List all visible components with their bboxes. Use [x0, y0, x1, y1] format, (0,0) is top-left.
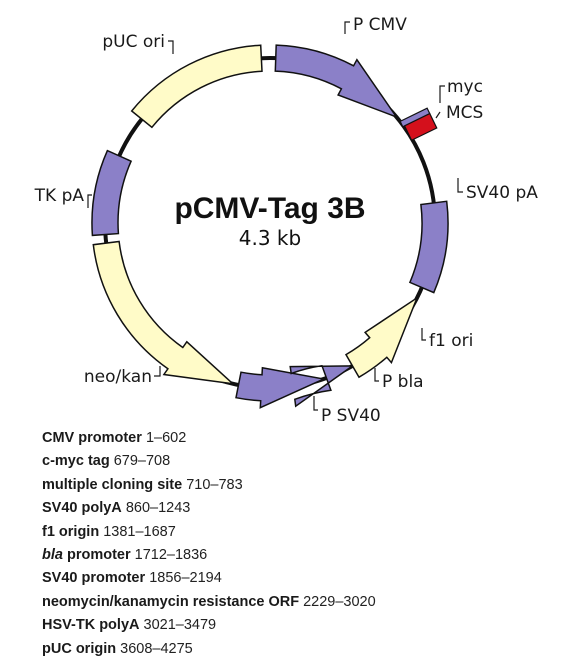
- feature-name: SV40 polyA: [42, 500, 122, 517]
- feature-range: 710–783: [186, 476, 243, 493]
- neo-kan-arrow: [92, 240, 236, 385]
- feature-item: SV40 polyA 860–1243: [42, 497, 376, 520]
- feature-name: f1 origin: [42, 523, 100, 540]
- label-tk-pa: TK pA: [34, 186, 85, 206]
- f1-ori-arrow: [344, 295, 419, 379]
- feature-item: bla promoter 1712–1836: [42, 544, 376, 567]
- feature-name: multiple cloning site: [42, 476, 183, 493]
- feature-item: CMV promoter 1–602: [42, 427, 376, 450]
- label-p-cmv: P CMV: [353, 15, 407, 35]
- puc-ori-region: [130, 44, 263, 129]
- feature-name: HSV-TK polyA: [42, 617, 140, 634]
- feature-name-italic: bla: [42, 547, 63, 564]
- leader-puc-ori: [168, 40, 174, 54]
- plasmid-map: P CMV myc MCS SV40 pA f1 ori P bla P SV4…: [34, 15, 539, 425]
- feature-range: 1–602: [145, 430, 187, 446]
- feature-list: CMV promoter 1–602 c-myc tag 679–708 mul…: [42, 427, 376, 661]
- label-p-bla: P bla: [382, 372, 424, 392]
- label-myc: myc: [447, 77, 483, 97]
- p-cmv-arrow: [274, 44, 399, 119]
- feature-item: HSV-TK polyA 3021–3479: [42, 614, 376, 637]
- leader-p-bla: [374, 368, 379, 382]
- feature-range: 1712–1836: [134, 547, 208, 564]
- feature-range: 3608–4275: [120, 640, 193, 657]
- leader-mcs: [435, 111, 441, 119]
- feature-range: 1856–2194: [149, 570, 222, 587]
- plasmid-name: pCMV-Tag 3B: [174, 192, 365, 225]
- tk-pa-region: [91, 149, 133, 237]
- label-sv40-pa: SV40 pA: [466, 183, 538, 203]
- label-f1-ori: f1 ori: [429, 331, 473, 351]
- sv40-pa-region: [408, 200, 449, 294]
- feature-range: 679–708: [113, 453, 171, 470]
- leader-f1-ori: [421, 328, 426, 341]
- feature-name: bla promoter: [42, 547, 131, 563]
- feature-name: pUC origin: [42, 640, 117, 657]
- feature-item: SV40 promoter 1856–2194: [42, 567, 376, 590]
- label-p-sv40: P SV40: [321, 406, 381, 425]
- label-neo-kan: neo/kan: [84, 367, 152, 387]
- label-mcs: MCS: [446, 103, 483, 123]
- leader-sv40-pa: [457, 178, 463, 193]
- p-sv40-arrow: [235, 366, 327, 409]
- feature-item: multiple cloning site 710–783: [42, 474, 376, 497]
- leader-p-cmv: [344, 21, 350, 34]
- feature-range: 1381–1687: [103, 523, 176, 540]
- leader-neo-kan: [154, 366, 161, 377]
- feature-item: neomycin/kanamycin resistance ORF 2229–3…: [42, 591, 376, 614]
- feature-name: neomycin/kanamycin resistance ORF: [42, 593, 300, 610]
- leader-p-sv40: [313, 396, 318, 411]
- feature-range: 3021–3479: [143, 617, 217, 634]
- mcs-box: [403, 112, 438, 142]
- p-bla-arrow: [289, 364, 355, 408]
- leader-myc: [439, 85, 445, 103]
- feature-name: SV40 promoter: [42, 570, 146, 587]
- feature-range: 860–1243: [125, 500, 191, 517]
- feature-item: f1 origin 1381–1687: [42, 521, 376, 544]
- plasmid-size: 4.3 kb: [239, 226, 301, 250]
- feature-item: c-myc tag 679–708: [42, 450, 376, 473]
- feature-range: 2229–3020: [303, 593, 376, 610]
- label-puc-ori: pUC ori: [102, 32, 165, 52]
- feature-name-rest: promoter: [62, 547, 131, 564]
- feature-name: CMV promoter: [42, 430, 142, 446]
- feature-item: pUC origin 3608–4275: [42, 638, 376, 661]
- leader-tk-pa: [87, 194, 92, 208]
- feature-name: c-myc tag: [42, 453, 110, 470]
